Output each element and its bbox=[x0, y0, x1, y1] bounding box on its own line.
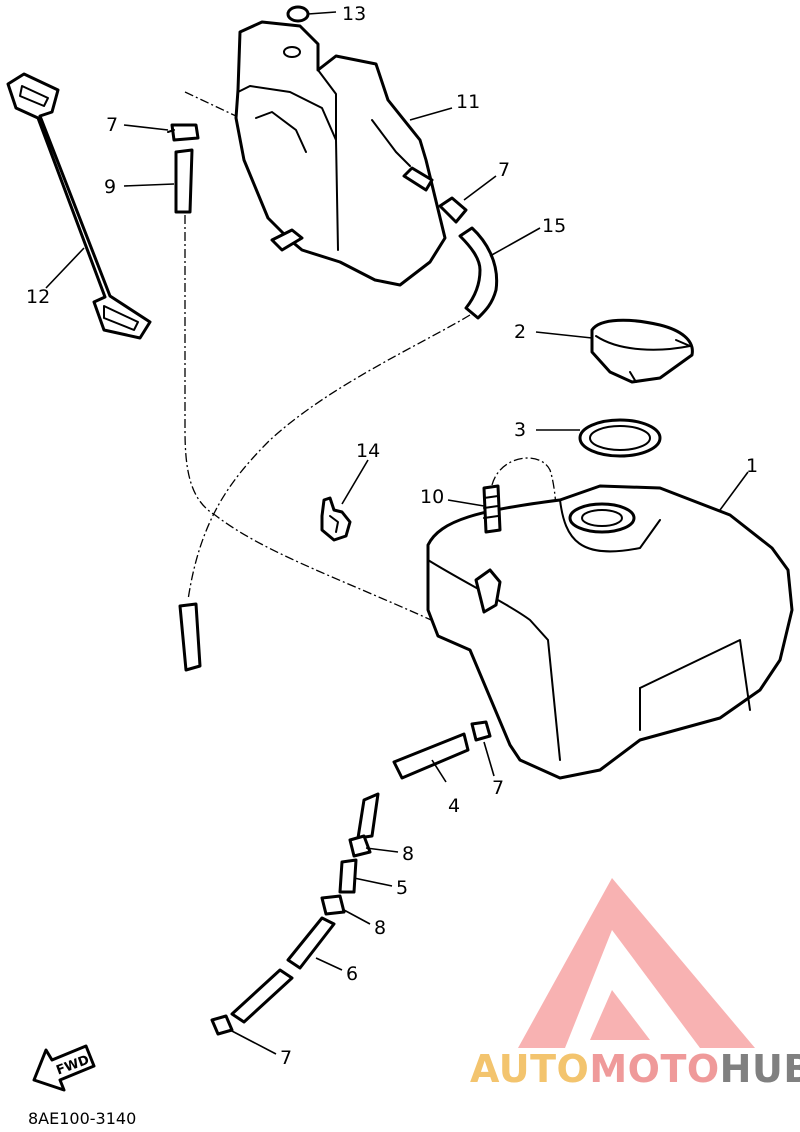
reservoir-tank-part-11 bbox=[234, 20, 447, 287]
cap-part-13 bbox=[286, 5, 310, 23]
fuel-line-lower bbox=[210, 720, 492, 1036]
fwd-arrow: FWD bbox=[32, 1044, 96, 1092]
callout-13: 13 bbox=[342, 3, 366, 25]
strap-part-12 bbox=[6, 72, 152, 340]
callout-7-upper-left: 7 bbox=[106, 114, 118, 136]
watermark-moto: MOTO bbox=[589, 1047, 719, 1091]
clamp-part-8-lower bbox=[320, 894, 346, 916]
hose-part-15 bbox=[458, 226, 499, 320]
hose-part-4-lower bbox=[356, 792, 380, 840]
callout-7-bottom: 7 bbox=[280, 1047, 292, 1069]
leader-lines bbox=[45, 11, 749, 1055]
clamp-part-7-upper-left bbox=[167, 123, 200, 142]
callout-8-upper: 8 bbox=[402, 843, 414, 865]
watermark-brand: AUTOMOTOHUB bbox=[470, 1047, 800, 1091]
callout-7-lower-right: 7 bbox=[492, 777, 504, 799]
callout-4: 4 bbox=[448, 795, 460, 817]
hose-part-9 bbox=[174, 148, 194, 214]
watermark-hub: HUB bbox=[720, 1047, 800, 1091]
diagram-code: 8AE100-3140 bbox=[28, 1109, 136, 1128]
nipple-part-10 bbox=[482, 484, 502, 534]
clip-part-14 bbox=[320, 496, 352, 542]
callout-15: 15 bbox=[542, 215, 566, 237]
hose-part-6-lower bbox=[230, 968, 294, 1024]
hose-left-loose bbox=[178, 602, 202, 672]
callout-numbers: 13 7 9 11 7 15 12 2 3 1 14 10 4 7 8 5 8 … bbox=[26, 3, 758, 1069]
callout-5: 5 bbox=[396, 877, 408, 899]
gasket-part-3 bbox=[578, 418, 662, 458]
fuel-tank-part-1 bbox=[426, 484, 794, 780]
callout-10: 10 bbox=[420, 486, 444, 508]
hose-part-6 bbox=[286, 916, 336, 970]
hose-part-4 bbox=[392, 732, 470, 780]
joint-part-5 bbox=[338, 858, 358, 894]
clamp-part-7-lower-right bbox=[470, 720, 492, 742]
callout-7-upper-right: 7 bbox=[498, 159, 510, 181]
fuel-cap-part-2 bbox=[590, 318, 694, 384]
clamp-part-7-upper-right bbox=[438, 196, 468, 224]
callout-2: 2 bbox=[514, 321, 526, 343]
callout-12: 12 bbox=[26, 286, 50, 308]
callout-6: 6 bbox=[346, 963, 358, 985]
callout-3: 3 bbox=[514, 419, 526, 441]
watermark-auto: AUTO bbox=[470, 1047, 589, 1091]
callout-8-lower: 8 bbox=[374, 917, 386, 939]
watermark-logo bbox=[518, 878, 755, 1048]
callout-9: 9 bbox=[104, 176, 116, 198]
clamp-part-8-upper bbox=[348, 834, 372, 858]
callout-1: 1 bbox=[746, 455, 758, 477]
callout-11: 11 bbox=[456, 91, 480, 113]
callout-14: 14 bbox=[356, 440, 380, 462]
clamp-part-7-bottom bbox=[210, 1014, 234, 1036]
